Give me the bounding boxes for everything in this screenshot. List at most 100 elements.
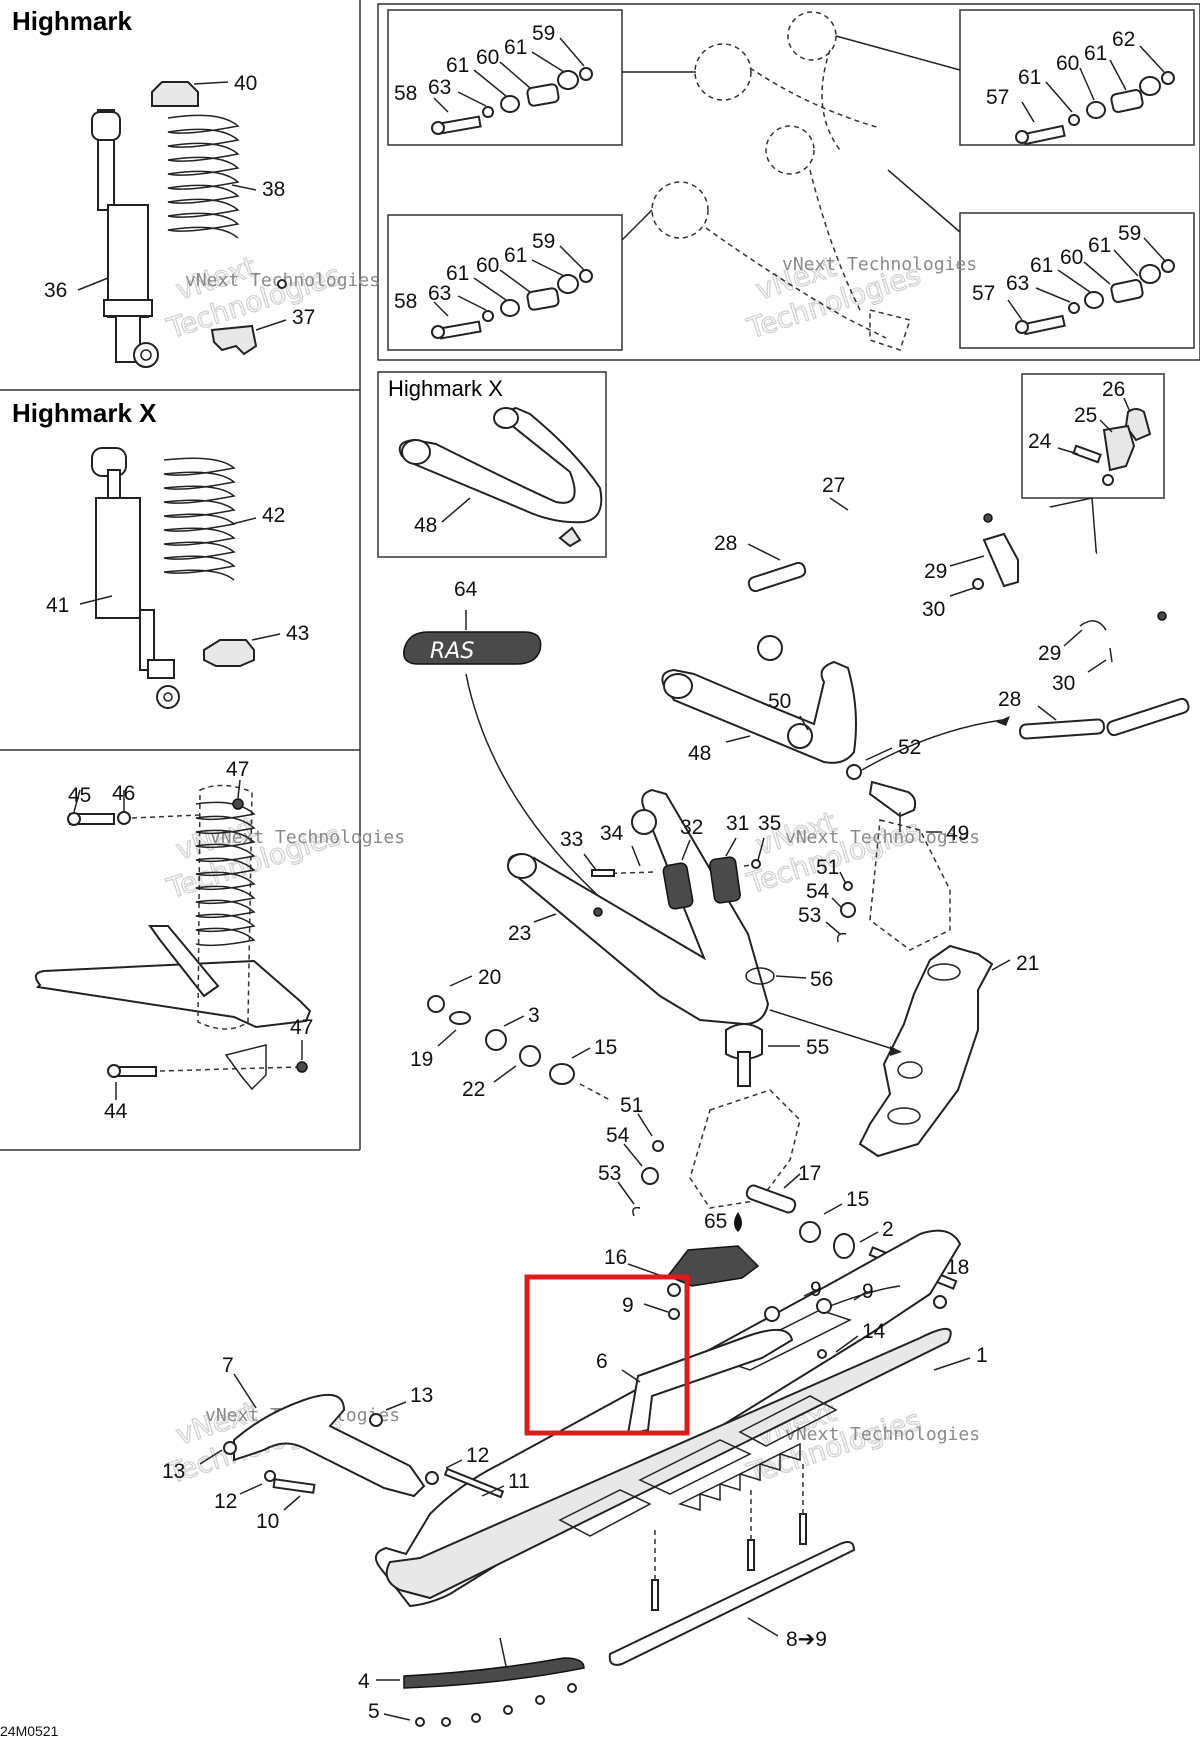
callout-20: 20 (478, 966, 501, 989)
callout-60: 60 (1056, 52, 1079, 75)
callout-44: 44 (104, 1100, 128, 1123)
callout-47: 47 (290, 1016, 313, 1039)
callout-54: 54 (806, 880, 830, 903)
section-title-highmark-x: Highmark X (12, 398, 157, 428)
watermark-small: vNext Technologies (210, 827, 405, 848)
bushing-panel-frame (377, 3, 1200, 361)
callout-57: 57 (972, 282, 995, 305)
callout-40: 40 (234, 72, 257, 95)
callout-36: 36 (44, 279, 67, 302)
callout-61: 61 (446, 54, 469, 77)
callout-7: 7 (222, 1354, 234, 1377)
callout-46: 46 (112, 782, 135, 805)
callout-61: 61 (504, 36, 527, 59)
callout-53: 53 (798, 904, 821, 927)
bracket-detail-box (1021, 373, 1165, 499)
callout-28: 28 (714, 532, 737, 555)
upper-a-arm (661, 635, 1010, 832)
callout-62: 62 (1112, 28, 1135, 51)
bushing-kit-top-right (1015, 71, 1175, 146)
callout-38: 38 (262, 178, 285, 201)
callout-63: 63 (1006, 272, 1029, 295)
shock-mount-assembly (34, 784, 312, 1091)
callout-32: 32 (680, 816, 703, 839)
callout-13: 13 (162, 1460, 185, 1483)
callout-48: 48 (688, 742, 711, 765)
callout-15: 15 (594, 1036, 617, 1059)
callout-16: 16 (604, 1246, 627, 1269)
lower-a-arm (507, 788, 951, 1026)
callout-15: 15 (846, 1188, 869, 1211)
highlight-box-part-6 (524, 1274, 690, 1436)
skid-plate (626, 1245, 832, 1436)
callout-58: 58 (394, 290, 417, 313)
callout-18: 18 (946, 1256, 969, 1279)
callout-24: 24 (1028, 430, 1052, 453)
callout-51: 51 (620, 1094, 643, 1117)
callout-59: 59 (532, 22, 555, 45)
ras-logo-mark: RAS (430, 639, 474, 664)
callout-30: 30 (1052, 672, 1075, 695)
highmark-shock-assembly (91, 81, 287, 368)
callout-61: 61 (1018, 66, 1041, 89)
callout-60: 60 (476, 254, 499, 277)
callout-14: 14 (862, 1320, 886, 1343)
callout-17: 17 (798, 1162, 821, 1185)
callout-9: 9 (810, 1278, 822, 1301)
callout-11: 11 (508, 1470, 530, 1493)
ski-body (375, 1229, 962, 1608)
section-title-highmark: Highmark (12, 6, 132, 36)
bushing-kit-box-top-right (959, 9, 1195, 146)
highmark-x-a-arm (398, 406, 603, 548)
panel-frames (0, 0, 1200, 1151)
ski-handle (223, 1393, 505, 1499)
callout-35: 35 (758, 812, 781, 835)
callout-52: 52 (898, 736, 921, 759)
callout-59: 59 (1118, 222, 1141, 245)
callout-47: 47 (226, 758, 249, 781)
diagram-code: 24M0521 (0, 1723, 59, 1739)
callout-12: 12 (214, 1490, 237, 1513)
callout-9: 9 (622, 1294, 634, 1317)
bracket-detail (1072, 408, 1152, 486)
callout-27: 27 (822, 474, 845, 497)
sway-bar (747, 500, 1190, 740)
callout-12: 12 (466, 1444, 489, 1467)
watermark-small: vNext Technologies (785, 1424, 980, 1445)
callout-31: 31 (726, 812, 749, 835)
spindle (858, 944, 994, 1158)
highmark-x-shock-assembly (91, 447, 255, 709)
highmark-x-arm-box (377, 371, 607, 558)
callout-61: 61 (446, 262, 469, 285)
bushing-kit-top-left (431, 67, 593, 135)
callout-5: 5 (368, 1700, 380, 1723)
callout-9: 9 (862, 1280, 874, 1303)
callout-58: 58 (394, 82, 417, 105)
bushing-kit-bottom-right (1015, 259, 1175, 336)
callout-57: 57 (986, 86, 1009, 109)
callout-55: 55 (806, 1036, 829, 1059)
callout-8-to-9: 8➔9 (786, 1628, 827, 1651)
callout-65: 65 (704, 1210, 727, 1233)
callout-45: 45 (68, 784, 91, 807)
callout-61: 61 (1030, 254, 1053, 277)
callout-61: 61 (1084, 42, 1107, 65)
callout-19: 19 (410, 1048, 433, 1071)
bushing-kit-box-top-left (387, 9, 623, 146)
callout-61: 61 (1088, 234, 1111, 257)
ball-joint-hardware (427, 995, 763, 1101)
bushing-kit-box-bottom-left (387, 214, 623, 351)
lower-knuckle-sketch (632, 1089, 801, 1217)
callout-53: 53 (598, 1162, 621, 1185)
bushing-kit-box-bottom-right (959, 212, 1195, 349)
watermark-small: vNext Technologies (782, 254, 977, 275)
callout-2: 2 (882, 1218, 894, 1241)
callout-41: 41 (46, 594, 69, 617)
callout-61: 61 (504, 244, 527, 267)
callout-3: 3 (528, 1004, 540, 1027)
runners (403, 1464, 856, 1727)
callout-29: 29 (1038, 642, 1061, 665)
bushing-kit-bottom-left (431, 269, 593, 340)
callout-4: 4 (358, 1670, 370, 1693)
